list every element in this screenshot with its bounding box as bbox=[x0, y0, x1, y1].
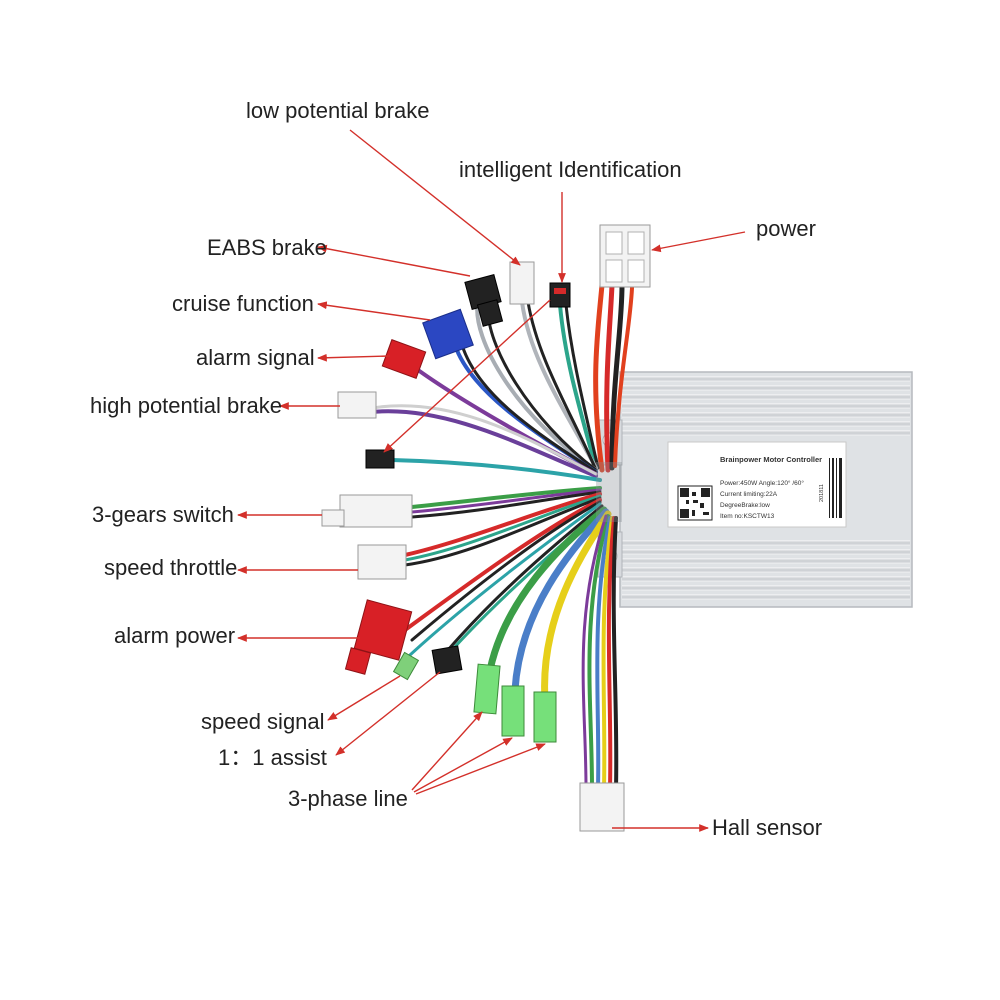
label-eabs-brake: EABS brake bbox=[207, 235, 327, 260]
sticker-line-power: Power:450W Angle:120° /60° bbox=[720, 479, 804, 487]
label-hall-sensor: Hall sensor bbox=[712, 815, 822, 840]
phase-line-connectors bbox=[473, 663, 557, 743]
arrow-low-potential-brake bbox=[349, 129, 521, 266]
label-intelligent-identification: intelligent Identification bbox=[459, 157, 682, 182]
sticker-line-brake: DegreeBrake:low bbox=[720, 502, 770, 509]
label-high-potential-brake: high potential brake bbox=[90, 393, 282, 418]
arrow-3-phase-line-b bbox=[413, 737, 513, 793]
speed-throttle-connector bbox=[357, 544, 407, 580]
power-connector bbox=[599, 224, 651, 288]
three-gears-switch-connector bbox=[321, 494, 413, 528]
eabs-brake-connector bbox=[464, 273, 504, 327]
sticker-line-item: Item no:KSCTW13 bbox=[720, 513, 775, 520]
hall-sensor-connector bbox=[579, 782, 625, 832]
callout-labels: low potential brake intelligent Identifi… bbox=[90, 98, 822, 840]
label-alarm-signal: alarm signal bbox=[196, 345, 315, 370]
label-3-phase-line: 3-phase line bbox=[288, 786, 408, 811]
arrow-speed-signal bbox=[327, 675, 401, 721]
arrow-3-phase-line-a bbox=[411, 711, 483, 791]
arrow-1-1-assist bbox=[335, 671, 441, 756]
label-alarm-power: alarm power bbox=[114, 623, 235, 648]
arrow-power bbox=[651, 231, 746, 253]
label-low-potential-brake: low potential brake bbox=[246, 98, 429, 123]
speed-signal-connector bbox=[392, 651, 420, 681]
arrow-3-phase-line-c bbox=[415, 743, 546, 795]
intelligent-identification-connector bbox=[549, 282, 571, 308]
assist-connector bbox=[431, 645, 463, 675]
arrow-intelligent-identification-2 bbox=[383, 299, 551, 453]
qr-code-icon bbox=[677, 485, 713, 521]
sticker-date-code: 201811 bbox=[819, 484, 825, 502]
wire-harness bbox=[370, 282, 634, 790]
label-3-gears-switch: 3-gears switch bbox=[92, 502, 234, 527]
sticker-line-current: Current limiting:22A bbox=[720, 491, 778, 498]
arrow-alarm-signal bbox=[317, 353, 391, 362]
sticker-title: Brainpower Motor Controller bbox=[720, 455, 822, 464]
callout-arrows bbox=[237, 129, 746, 832]
arrow-cruise-function bbox=[317, 301, 431, 321]
heat-sink-fins-bottom bbox=[622, 540, 910, 600]
controller-sticker: Brainpower Motor Controller Power:450W A… bbox=[667, 441, 847, 528]
controller-housing: Brainpower Motor Controller Power:450W A… bbox=[597, 371, 913, 608]
label-1-1-assist: 1：1 assist bbox=[218, 745, 327, 770]
label-power: power bbox=[756, 216, 816, 241]
label-speed-signal: speed signal bbox=[201, 709, 325, 734]
alarm-signal-connector bbox=[381, 339, 427, 379]
cruise-function-connector bbox=[422, 308, 474, 360]
label-cruise-function: cruise function bbox=[172, 291, 314, 316]
arrow-eabs-brake bbox=[317, 244, 471, 277]
high-potential-brake-connector bbox=[337, 391, 377, 419]
small-black-connector bbox=[365, 449, 395, 469]
alarm-power-connector bbox=[344, 599, 413, 675]
low-potential-brake-connector bbox=[509, 261, 535, 305]
barcode-icon bbox=[829, 458, 842, 518]
heat-sink-fins-top bbox=[622, 376, 910, 436]
connectors bbox=[321, 224, 651, 832]
label-speed-throttle: speed throttle bbox=[104, 555, 237, 580]
